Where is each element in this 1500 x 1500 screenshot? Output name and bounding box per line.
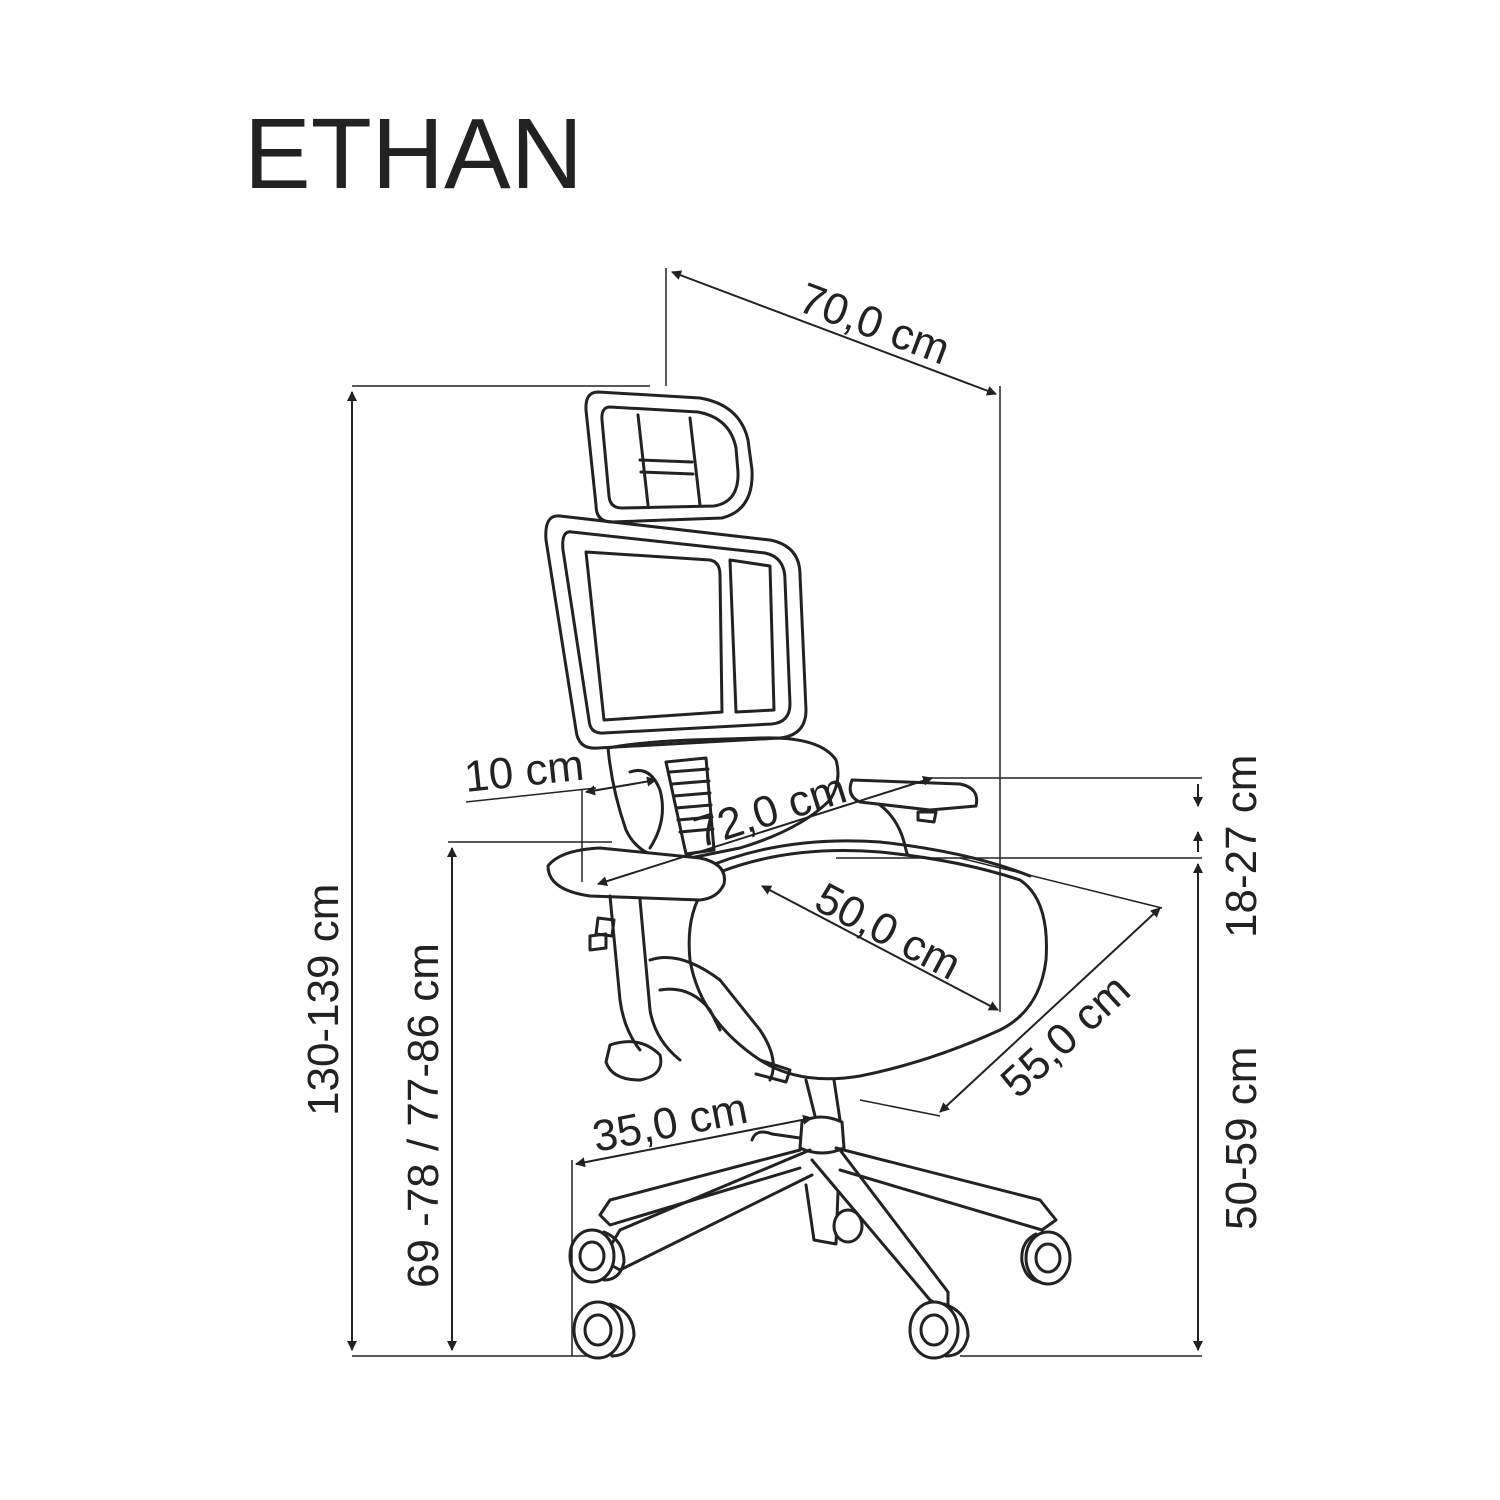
lumbar-line xyxy=(585,776,657,796)
backrest xyxy=(544,514,808,750)
dimension-lines xyxy=(347,268,1203,1357)
armrest-height-label: 69 -78 / 77-86 cm xyxy=(399,943,448,1288)
overall-height-label: 130-139 cm xyxy=(299,884,348,1116)
seat xyxy=(687,839,1048,1081)
headrest-width-label: 70,0 cm xyxy=(792,273,956,374)
seat-mechanism xyxy=(604,956,792,1084)
gas-lift xyxy=(750,1078,846,1155)
caster-wheel xyxy=(832,1208,864,1244)
lumbar-label: 10 cm xyxy=(462,741,586,802)
caster-wheels xyxy=(568,1208,1072,1360)
caster-wheel xyxy=(908,1300,970,1360)
product-title: ETHAN xyxy=(244,98,583,210)
caster-wheel xyxy=(572,1300,636,1360)
caster-wheel xyxy=(1020,1230,1072,1286)
armrest-adjust-label: 18-27 cm xyxy=(1217,755,1266,938)
headrest-width-line xyxy=(671,270,997,396)
base-star xyxy=(598,1146,1058,1312)
caster-wheel xyxy=(568,1228,626,1284)
seat-width-line xyxy=(939,907,1161,1113)
base-radius-line xyxy=(575,1114,813,1168)
back-height-line xyxy=(597,775,933,887)
headrest xyxy=(584,390,754,524)
seat-height-label: 50-59 cm xyxy=(1217,1047,1266,1230)
base-radius-label: 35,0 cm xyxy=(589,1084,752,1162)
back-height-label: 72,0 cm xyxy=(688,763,852,857)
